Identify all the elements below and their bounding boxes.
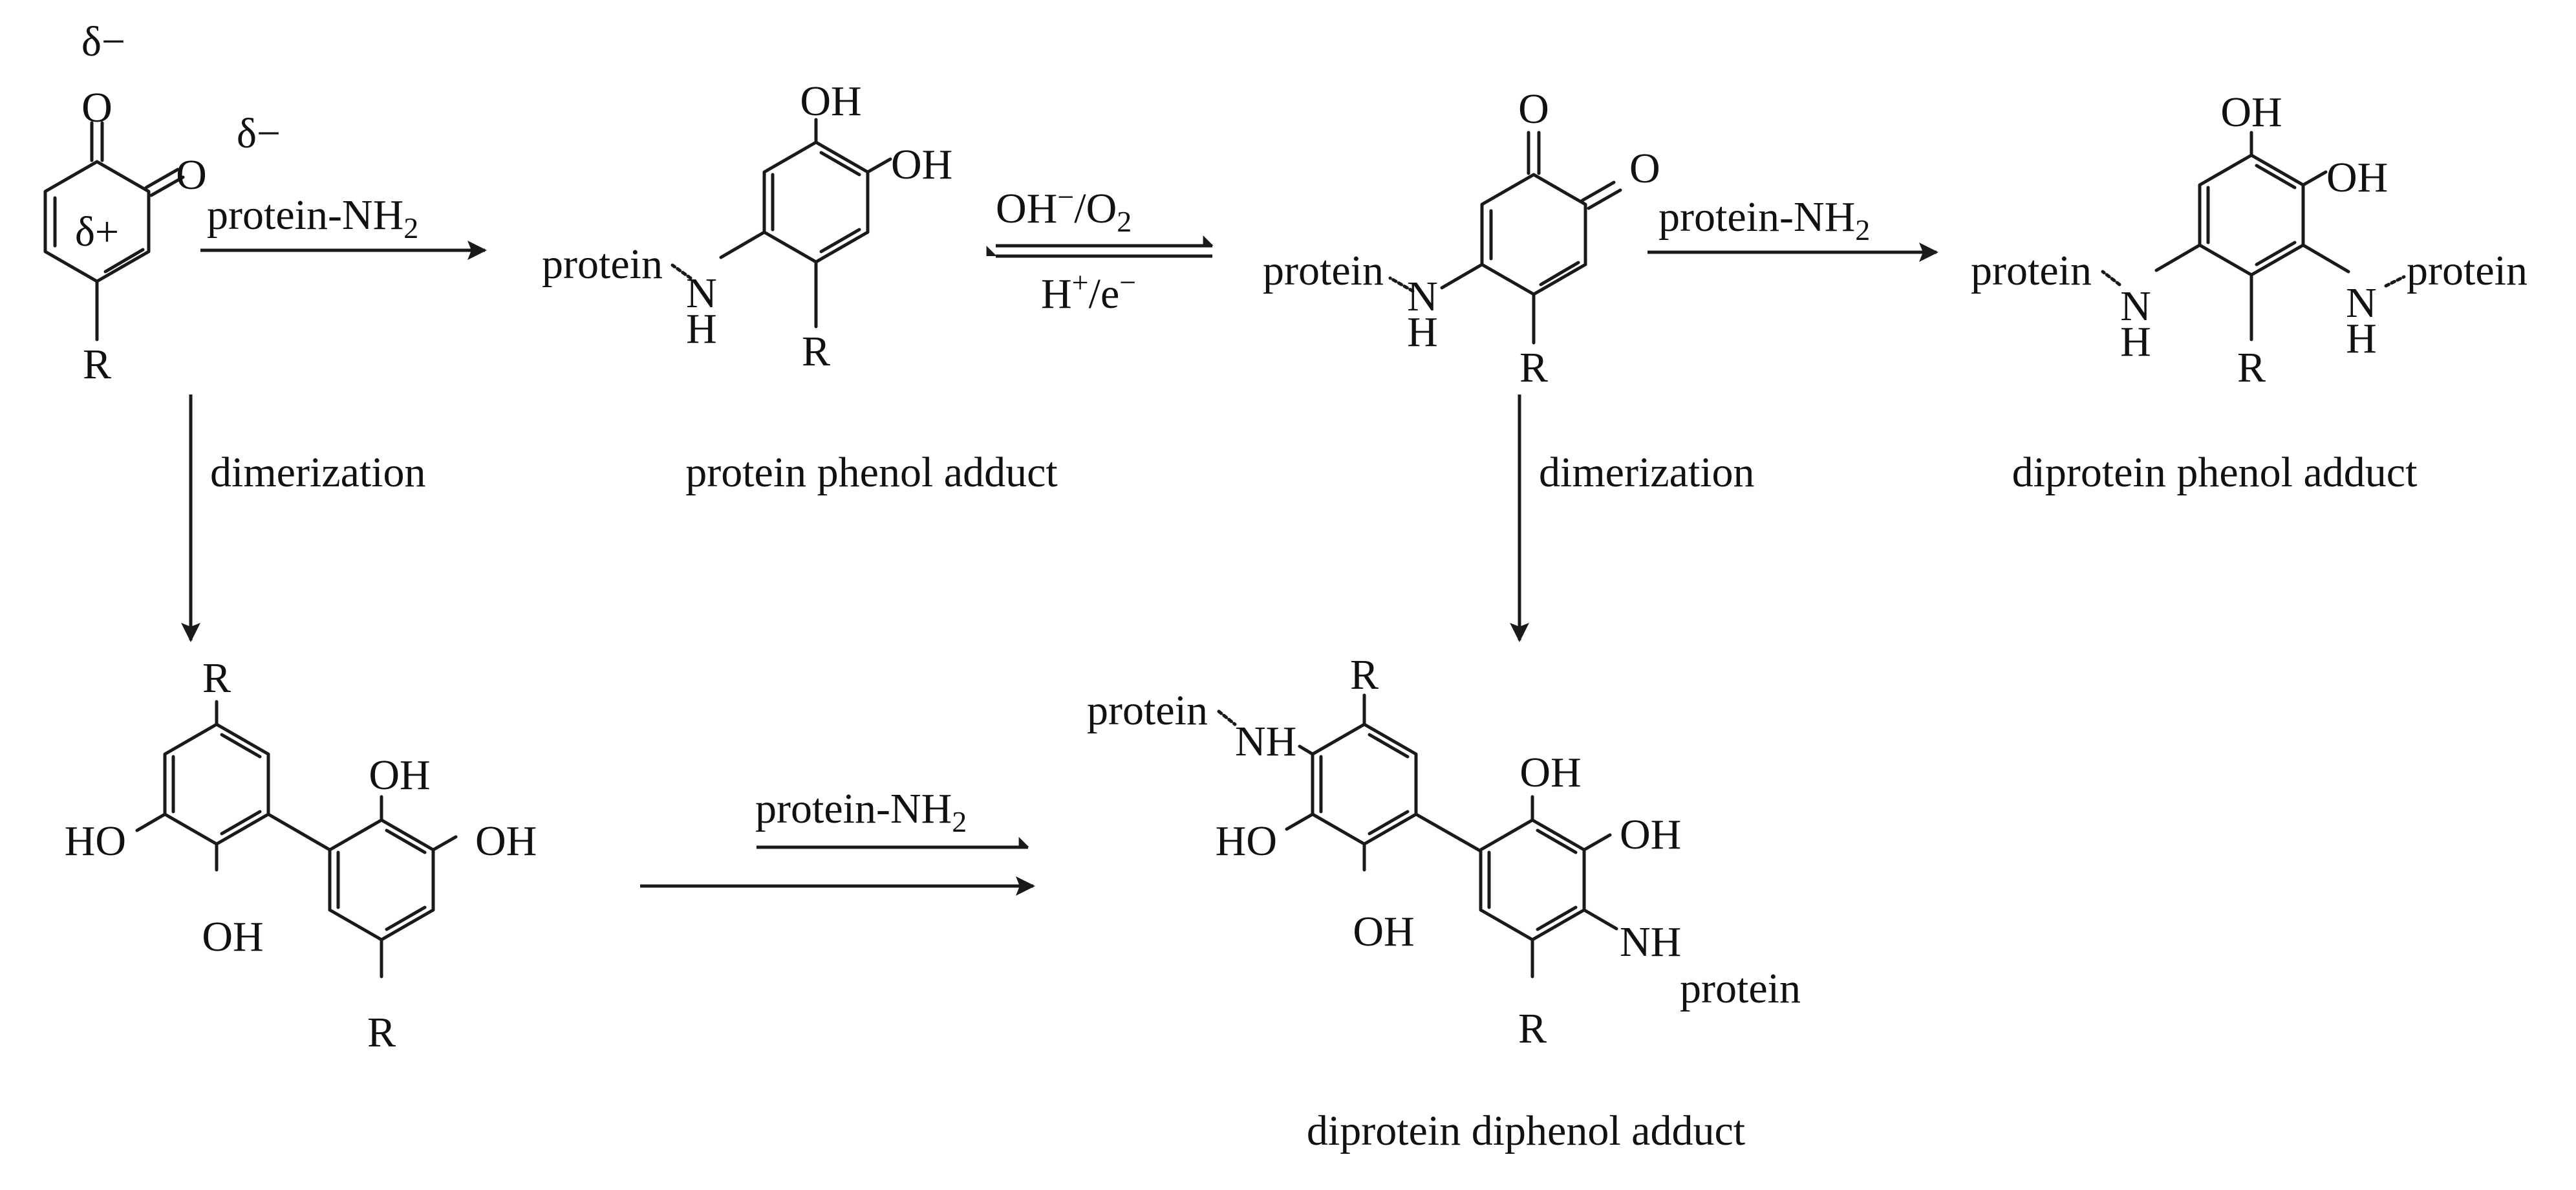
r-group: R [2237, 344, 2266, 391]
reagent-subscript: 2 [403, 211, 418, 244]
amine-hydrogen-right: H [2346, 315, 2377, 362]
arrow-protein-addition-3: protein-NH2 [640, 785, 1035, 896]
reagent-proton-electron: H [1041, 270, 1072, 318]
hydroxyl-bottom: OH [202, 913, 263, 960]
reagent-protein-nh2: protein-NH [755, 785, 952, 832]
caption-diprotein-phenol-adduct: diprotein phenol adduct [2012, 449, 2418, 496]
o-quinone-structure: O O R δ− δ− δ+ [43, 18, 281, 388]
caption-protein-phenol-adduct: protein phenol adduct [685, 449, 1058, 496]
protein-label: protein [1263, 247, 1384, 294]
hydroxyl-bottom: OH [1353, 908, 1414, 955]
hydroxyl-right: OH [1620, 811, 1681, 858]
hydroxyl-right: OH [475, 817, 537, 865]
amine-hydrogen-left: H [2120, 318, 2151, 365]
r-group: R [802, 328, 830, 375]
amine-nitrogen-left: N [2120, 283, 2151, 330]
amine-nitrogen: N [1407, 273, 1438, 320]
hydroxyl-1: OH [2220, 89, 2282, 136]
arrow-protein-addition-2: protein-NH2 [1648, 193, 1938, 262]
hydroxyl-left: HO [1216, 817, 1277, 865]
amine-hydrogen: H [686, 305, 717, 352]
protein-label-top: protein [1087, 687, 1208, 734]
hydroxyl-2: OH [2326, 154, 2388, 201]
dimerization-label: dimerization [210, 449, 426, 496]
protein-label-right: protein [2407, 247, 2528, 294]
amine-hydrogen: H [1407, 308, 1438, 356]
reagent-protein-nh2: protein-NH [207, 191, 403, 239]
svg-text:OH−/O2: OH−/O2 [996, 180, 1132, 238]
hydroxyl-1: OH [800, 78, 861, 125]
biphenyl-dimer-structure: R HO OH OH OH R [65, 654, 537, 1056]
dimerization-label: dimerization [1539, 449, 1755, 496]
diprotein-diphenol-adduct-structure: R NH protein HO OH OH OH NH protein R [1087, 651, 1801, 1052]
svg-text:protein-NH2: protein-NH2 [1658, 193, 1870, 246]
partial-negative-charge-1: δ− [81, 18, 125, 65]
amine-bottom: NH [1620, 918, 1681, 966]
svg-text:protein-NH2: protein-NH2 [207, 191, 418, 244]
quinone-oxygen-2: O [176, 151, 207, 199]
amine-top: NH [1235, 718, 1296, 765]
equilibrium-arrow: OH−/O2 H+/e− [986, 180, 1214, 318]
r-group-bottom: R [1518, 1005, 1547, 1052]
quinone-oxygen-1: O [1518, 85, 1549, 133]
partial-positive-charge: δ+ [75, 208, 119, 255]
r-group: R [1519, 344, 1548, 391]
svg-text:protein-NH2: protein-NH2 [755, 785, 967, 838]
quinone-oxygen-2: O [1629, 145, 1660, 192]
amine-nitrogen: N [686, 270, 717, 317]
svg-text:H+/e−: H+/e− [1041, 266, 1136, 318]
caption-diprotein-diphenol-adduct: diprotein diphenol adduct [1307, 1107, 1745, 1154]
quinone-oxygen-1: O [81, 84, 113, 131]
arrow-dimerization-right: dimerization [1510, 395, 1755, 642]
protein-label: protein [542, 241, 663, 288]
r-group-bottom: R [367, 1009, 396, 1056]
r-group-top: R [202, 654, 231, 702]
hydroxyl-top: OH [369, 752, 430, 799]
r-group: R [83, 341, 111, 388]
arrow-protein-addition-1: protein-NH2 [200, 191, 487, 260]
protein-label-bottom: protein [1680, 965, 1801, 1012]
r-group-top: R [1350, 651, 1379, 698]
hydroxyl-left: HO [65, 817, 126, 865]
partial-negative-charge-2: δ− [237, 110, 281, 157]
protein-phenol-adduct-structure: OH OH R N H protein [542, 78, 952, 375]
reagent-protein-nh2: protein-NH [1658, 193, 1855, 241]
protein-quinone-structure: O O R N H protein [1263, 85, 1660, 391]
arrow-dimerization-left: dimerization [181, 395, 426, 642]
hydroxyl-2: OH [891, 141, 952, 188]
amine-nitrogen-right: N [2346, 279, 2377, 327]
protein-label-left: protein [1971, 247, 2092, 294]
hydroxyl-top: OH [1519, 749, 1581, 796]
reagent-hydroxide: OH [996, 185, 1057, 232]
diprotein-phenol-adduct-structure: OH OH R N H protein N H protein [1971, 89, 2528, 391]
